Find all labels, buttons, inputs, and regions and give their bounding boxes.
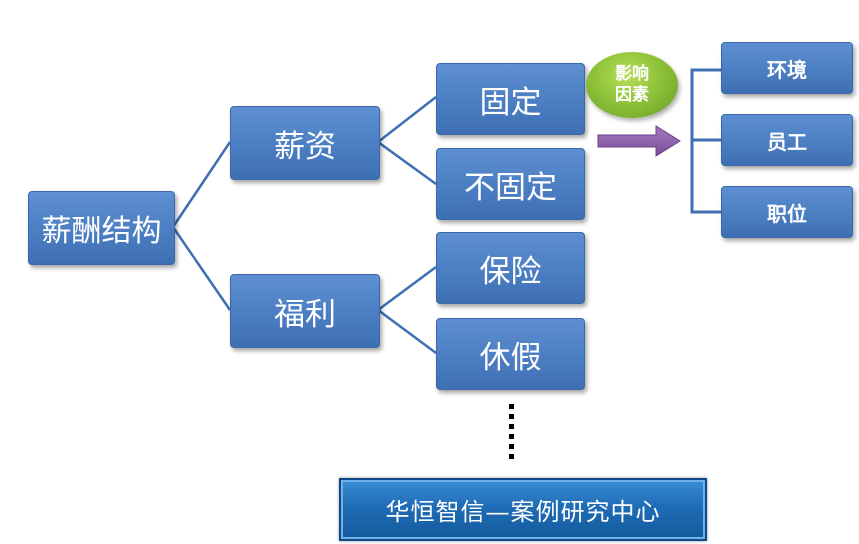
- leaf-variable: 不固定: [436, 148, 585, 220]
- connector-root-welfare: [171, 226, 232, 311]
- factor-employee: 员工: [721, 114, 853, 166]
- connector-salary-fixed: [377, 96, 437, 143]
- influence-line1: 影响: [615, 64, 649, 84]
- factor-position: 职位: [721, 186, 853, 238]
- factor-environment: 环境: [721, 42, 853, 94]
- factor-bracket: [690, 68, 721, 214]
- leaf-fixed: 固定: [436, 63, 585, 135]
- connector-welfare-insurance: [377, 265, 437, 312]
- leaf-insurance: 保险: [436, 232, 585, 304]
- branch-salary: 薪资: [230, 106, 380, 180]
- influence-badge: 影响 因素: [586, 52, 678, 118]
- connector-root-salary: [171, 141, 232, 228]
- connector-welfare-leave: [377, 308, 437, 355]
- leaf-leave: 休假: [436, 318, 585, 390]
- influence-arrow: [597, 125, 681, 157]
- footer-banner: 华恒智信—案例研究中心: [339, 478, 707, 541]
- continuation-dots: [508, 404, 516, 464]
- connector-salary-variable: [377, 140, 437, 186]
- influence-line2: 因素: [615, 85, 649, 105]
- branch-welfare: 福利: [230, 274, 380, 348]
- root-node: 薪酬结构: [28, 191, 175, 265]
